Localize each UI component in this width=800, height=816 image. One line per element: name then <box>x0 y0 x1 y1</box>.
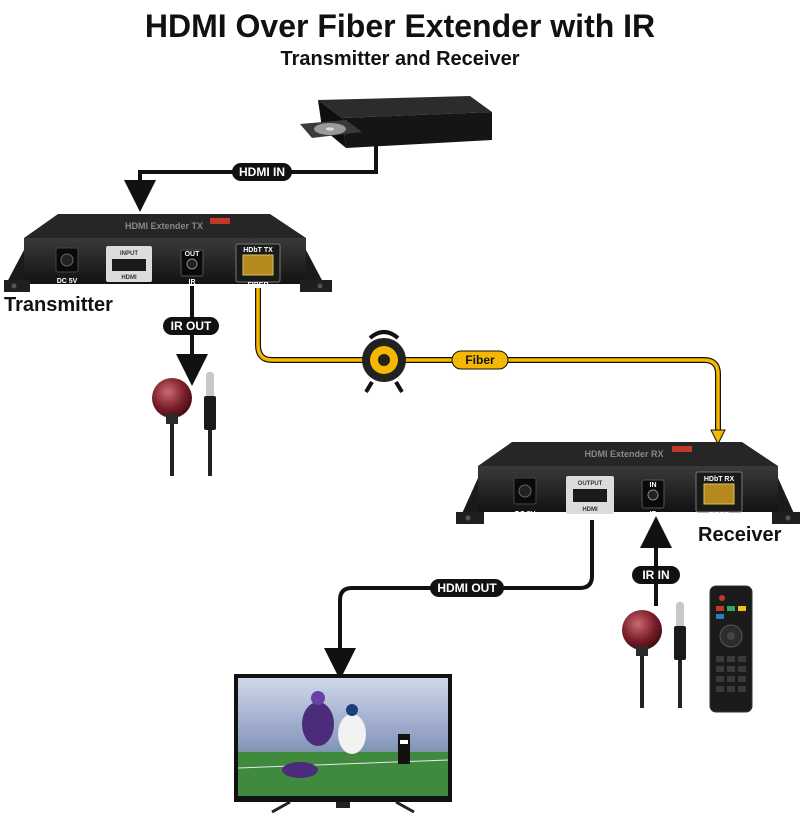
bluray-player-icon <box>300 96 492 148</box>
tx-fiber-label: FIBER <box>248 282 269 289</box>
tx-hdmi-label: HDMI <box>121 275 137 281</box>
transmitter-device: HDMI Extender TX DC 5V INPUT HDMI OUT IR… <box>4 214 332 292</box>
rx-fiber-label: FIBER <box>709 512 730 519</box>
rx-hdmi-label: HDMI <box>582 507 598 513</box>
rx-output-label: OUTPUT <box>578 481 603 487</box>
hdmi-in-tag: HDMI IN <box>232 163 292 181</box>
receiver-label: Receiver <box>698 524 782 546</box>
transmitter-label: Transmitter <box>4 294 113 316</box>
tx-input-label: INPUT <box>120 251 138 257</box>
tx-dc-label: DC 5V <box>57 278 78 285</box>
receiver-device: HDMI Extender RX DC 5V OUTPUT HDMI IN IR… <box>456 442 800 524</box>
tx-model-label: HDMI Extender TX <box>125 221 203 231</box>
ir-receiver-icon <box>622 602 686 708</box>
tv-icon <box>234 674 452 814</box>
diagram-subtitle: Transmitter and Receiver <box>280 48 520 70</box>
fiber-label: Fiber <box>465 353 495 367</box>
diagram-title: HDMI Over Fiber Extender with IR <box>144 8 656 44</box>
rx-in-label: IN <box>650 482 657 489</box>
tx-ir-label: IR <box>189 279 196 286</box>
ir-in-label: IR IN <box>642 568 669 582</box>
tx-hdbt-label: HDbT TX <box>243 247 273 254</box>
ir-out-tag: IR OUT <box>163 317 219 335</box>
hdmi-out-label: HDMI OUT <box>437 581 497 595</box>
ir-out-label: IR OUT <box>171 319 212 333</box>
rx-ir-label: IR <box>650 511 657 518</box>
rx-dc-label: DC 5V <box>515 511 536 518</box>
hdmi-out-tag: HDMI OUT <box>430 579 504 597</box>
remote-control-icon <box>709 585 753 713</box>
rx-model-label: HDMI Extender RX <box>584 449 663 459</box>
rx-hdbt-label: HDbT RX <box>704 476 735 483</box>
ir-in-tag: IR IN <box>632 566 680 584</box>
tx-out-label: OUT <box>185 251 201 258</box>
hdmi-in-label: HDMI IN <box>239 165 285 179</box>
fiber-reel-icon <box>362 330 406 394</box>
fiber-tag: Fiber <box>451 350 509 370</box>
ir-emitter-icon <box>152 372 216 476</box>
